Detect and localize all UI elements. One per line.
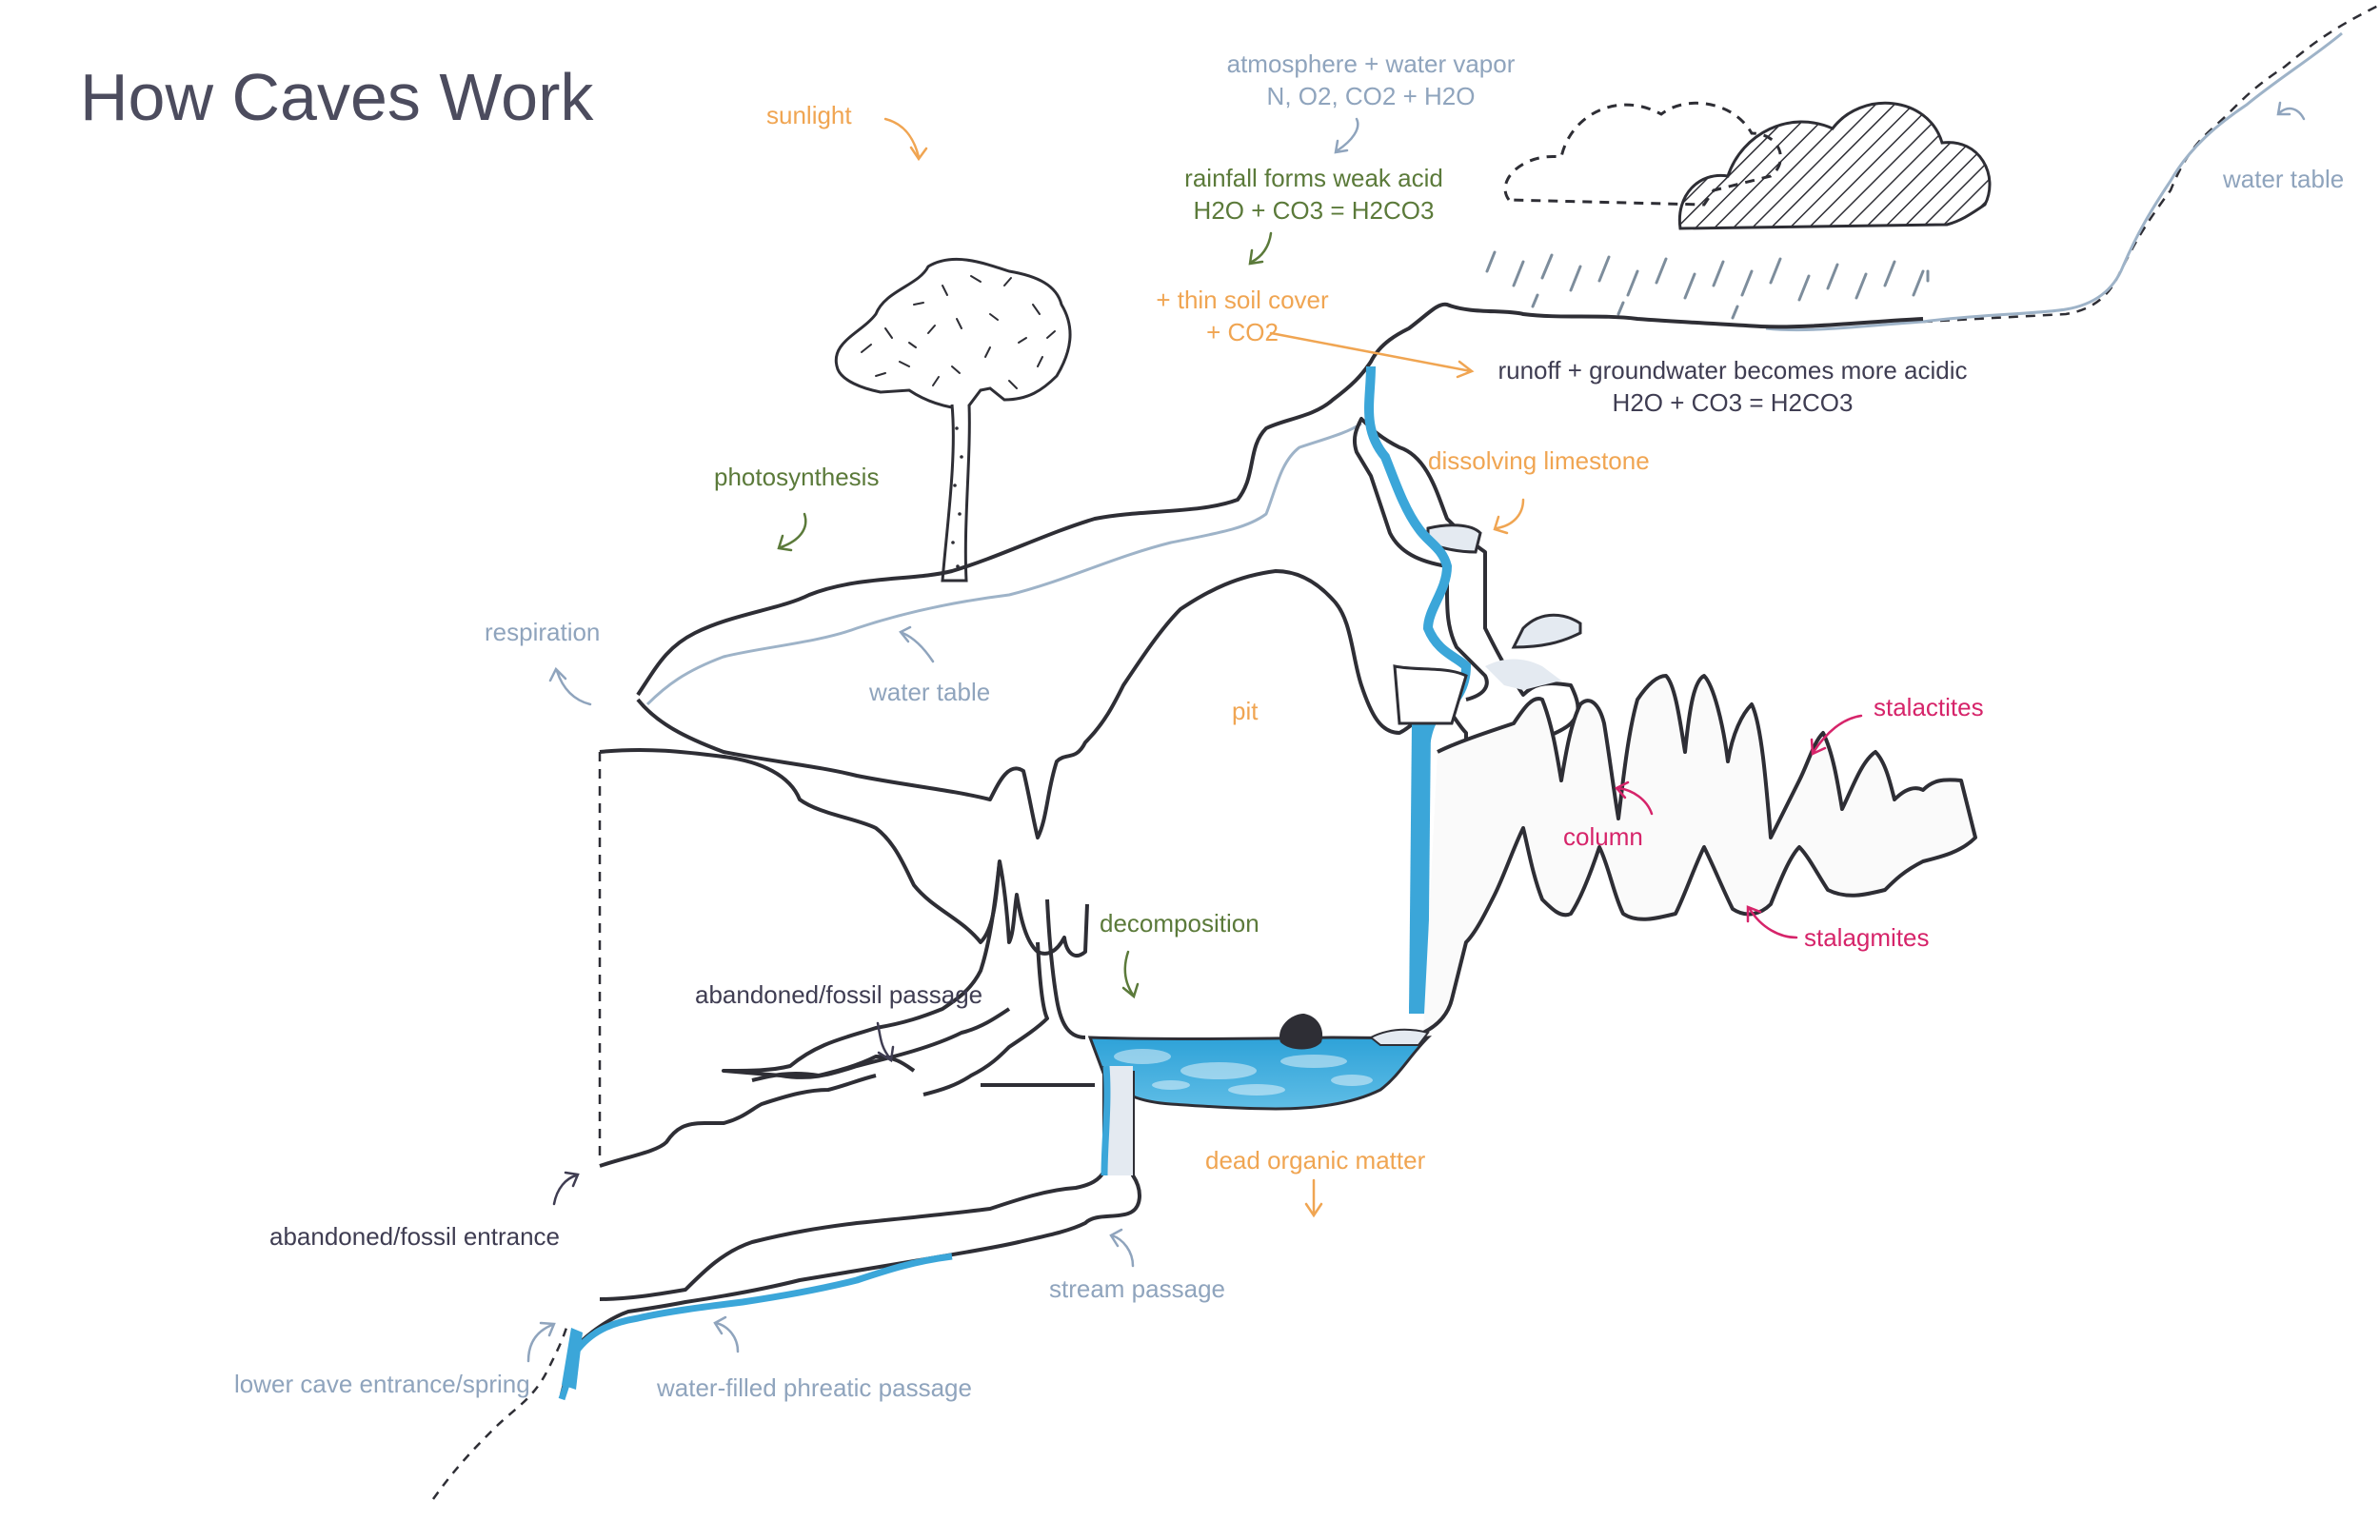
runoff-label: runoff + groundwater becomes more acidic…	[1485, 354, 1980, 419]
clouds	[1503, 101, 1992, 230]
tree-trunk	[941, 404, 971, 582]
dissolving-limestone-label: dissolving limestone	[1428, 446, 1650, 475]
rainfall-line-2: H2O + CO3 = H2CO3	[1193, 196, 1435, 225]
atmosphere-label: atmosphere + water vapor N, O2, CO2 + H2…	[1200, 48, 1542, 112]
water-table-top-arrow	[2278, 107, 2306, 121]
column-arrow	[1616, 786, 1654, 816]
shaft-waterfall	[1364, 365, 1472, 1014]
rainfall-arrow	[1250, 231, 1273, 264]
formations-outline	[1422, 674, 1977, 1035]
water-table-lines	[431, 3, 2380, 1500]
atmosphere-arrow	[1336, 117, 1359, 152]
abandoned-entrance-label: abandoned/fossil entrance	[269, 1222, 561, 1251]
hatched-cloud	[1677, 101, 1992, 230]
stalactites-label: stalactites	[1874, 693, 1984, 721]
decomposition-label: decomposition	[1100, 909, 1259, 938]
dissolving-arrow	[1495, 498, 1525, 530]
soil-line-1: + thin soil cover	[1156, 286, 1329, 314]
stream-passage-label: stream passage	[1049, 1274, 1225, 1303]
middle-passages	[560, 747, 1141, 1395]
phreatic-passage-label: water-filled phreatic passage	[657, 1373, 972, 1402]
rainfall-label: rainfall forms weak acid H2O + CO3 = H2C…	[1161, 162, 1466, 227]
respiration-label: respiration	[485, 618, 601, 646]
dead-organic-matter-label: dead organic matter	[1205, 1146, 1426, 1175]
rain	[1485, 250, 1930, 320]
stalagmites-label: stalagmites	[1804, 923, 1930, 952]
photosynthesis-arrow	[779, 512, 807, 549]
soil-line-2: + CO2	[1206, 318, 1279, 346]
stalagmites-arrow	[1748, 907, 1798, 939]
atmosphere-line-2: N, O2, CO2 + H2O	[1266, 82, 1476, 110]
abandoned-entrance-arrow	[552, 1174, 578, 1206]
lower-entrance-arrow	[526, 1323, 554, 1363]
decomposition-arrow	[1123, 950, 1135, 997]
runoff-line-2: H2O + CO3 = H2CO3	[1612, 388, 1854, 417]
atmosphere-line-1: atmosphere + water vapor	[1226, 49, 1516, 78]
pit-label: pit	[1232, 697, 1259, 725]
water-table-mid-label: water table	[869, 678, 991, 706]
soil-arrow	[1269, 331, 1473, 373]
rainfall-line-1: rainfall forms weak acid	[1184, 164, 1443, 192]
photosynthesis-label: photosynthesis	[714, 463, 880, 491]
abandoned-passage-arrow	[876, 1021, 892, 1060]
respiration-arrow	[555, 669, 592, 706]
soil-cover-label: + thin soil cover + CO2	[1114, 284, 1371, 348]
page-title: How Caves Work	[80, 60, 594, 134]
stalactites-arrow	[1812, 714, 1863, 754]
phreatic-arrow	[714, 1321, 740, 1353]
sunlight-arrow	[883, 117, 921, 159]
rock-in-pool	[1279, 1014, 1323, 1050]
runoff-line-1: runoff + groundwater becomes more acidic	[1497, 356, 1968, 385]
water-table-top-label: water table	[2223, 165, 2345, 193]
stream-passage-arrow	[1110, 1234, 1135, 1268]
lower-entrance-label: lower cave entrance/spring	[234, 1370, 530, 1398]
column-label: column	[1563, 822, 1643, 851]
tree	[834, 257, 1072, 582]
water-table-mid-arrow	[901, 631, 935, 663]
abandoned-passage-label: abandoned/fossil passage	[695, 980, 983, 1009]
stream-water	[558, 1065, 1133, 1401]
ground-surface	[636, 302, 1924, 706]
arrows	[526, 101, 2306, 1363]
tree-canopy	[834, 257, 1072, 411]
formations-chamber	[1422, 674, 1977, 1035]
sunlight-label: sunlight	[766, 101, 852, 129]
pool	[1087, 1014, 1433, 1111]
